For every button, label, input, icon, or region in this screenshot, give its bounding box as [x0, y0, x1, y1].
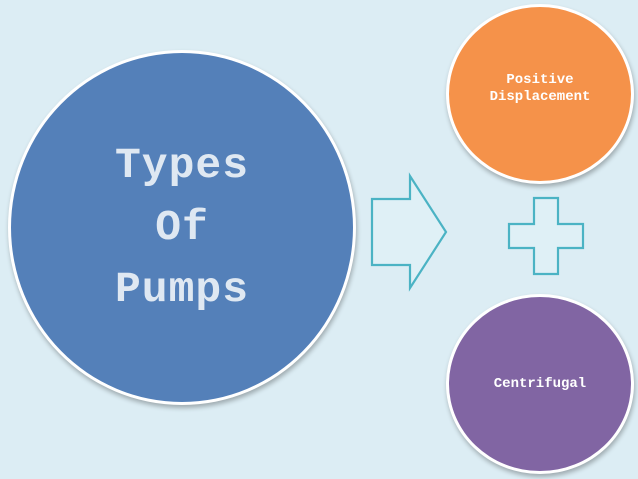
node-centrifugal: Centrifugal: [446, 294, 634, 474]
right-arrow-icon: [370, 172, 448, 292]
plus-icon: [507, 196, 585, 276]
node-positive-displacement: Positive Displacement: [446, 4, 634, 184]
main-circle-types-of-pumps: Types Of Pumps: [8, 50, 356, 405]
node-centrifugal-label: Centrifugal: [493, 375, 587, 392]
node-positive-displacement-label: Positive Displacement: [489, 72, 591, 105]
main-title: Types Of Pumps: [114, 140, 250, 314]
